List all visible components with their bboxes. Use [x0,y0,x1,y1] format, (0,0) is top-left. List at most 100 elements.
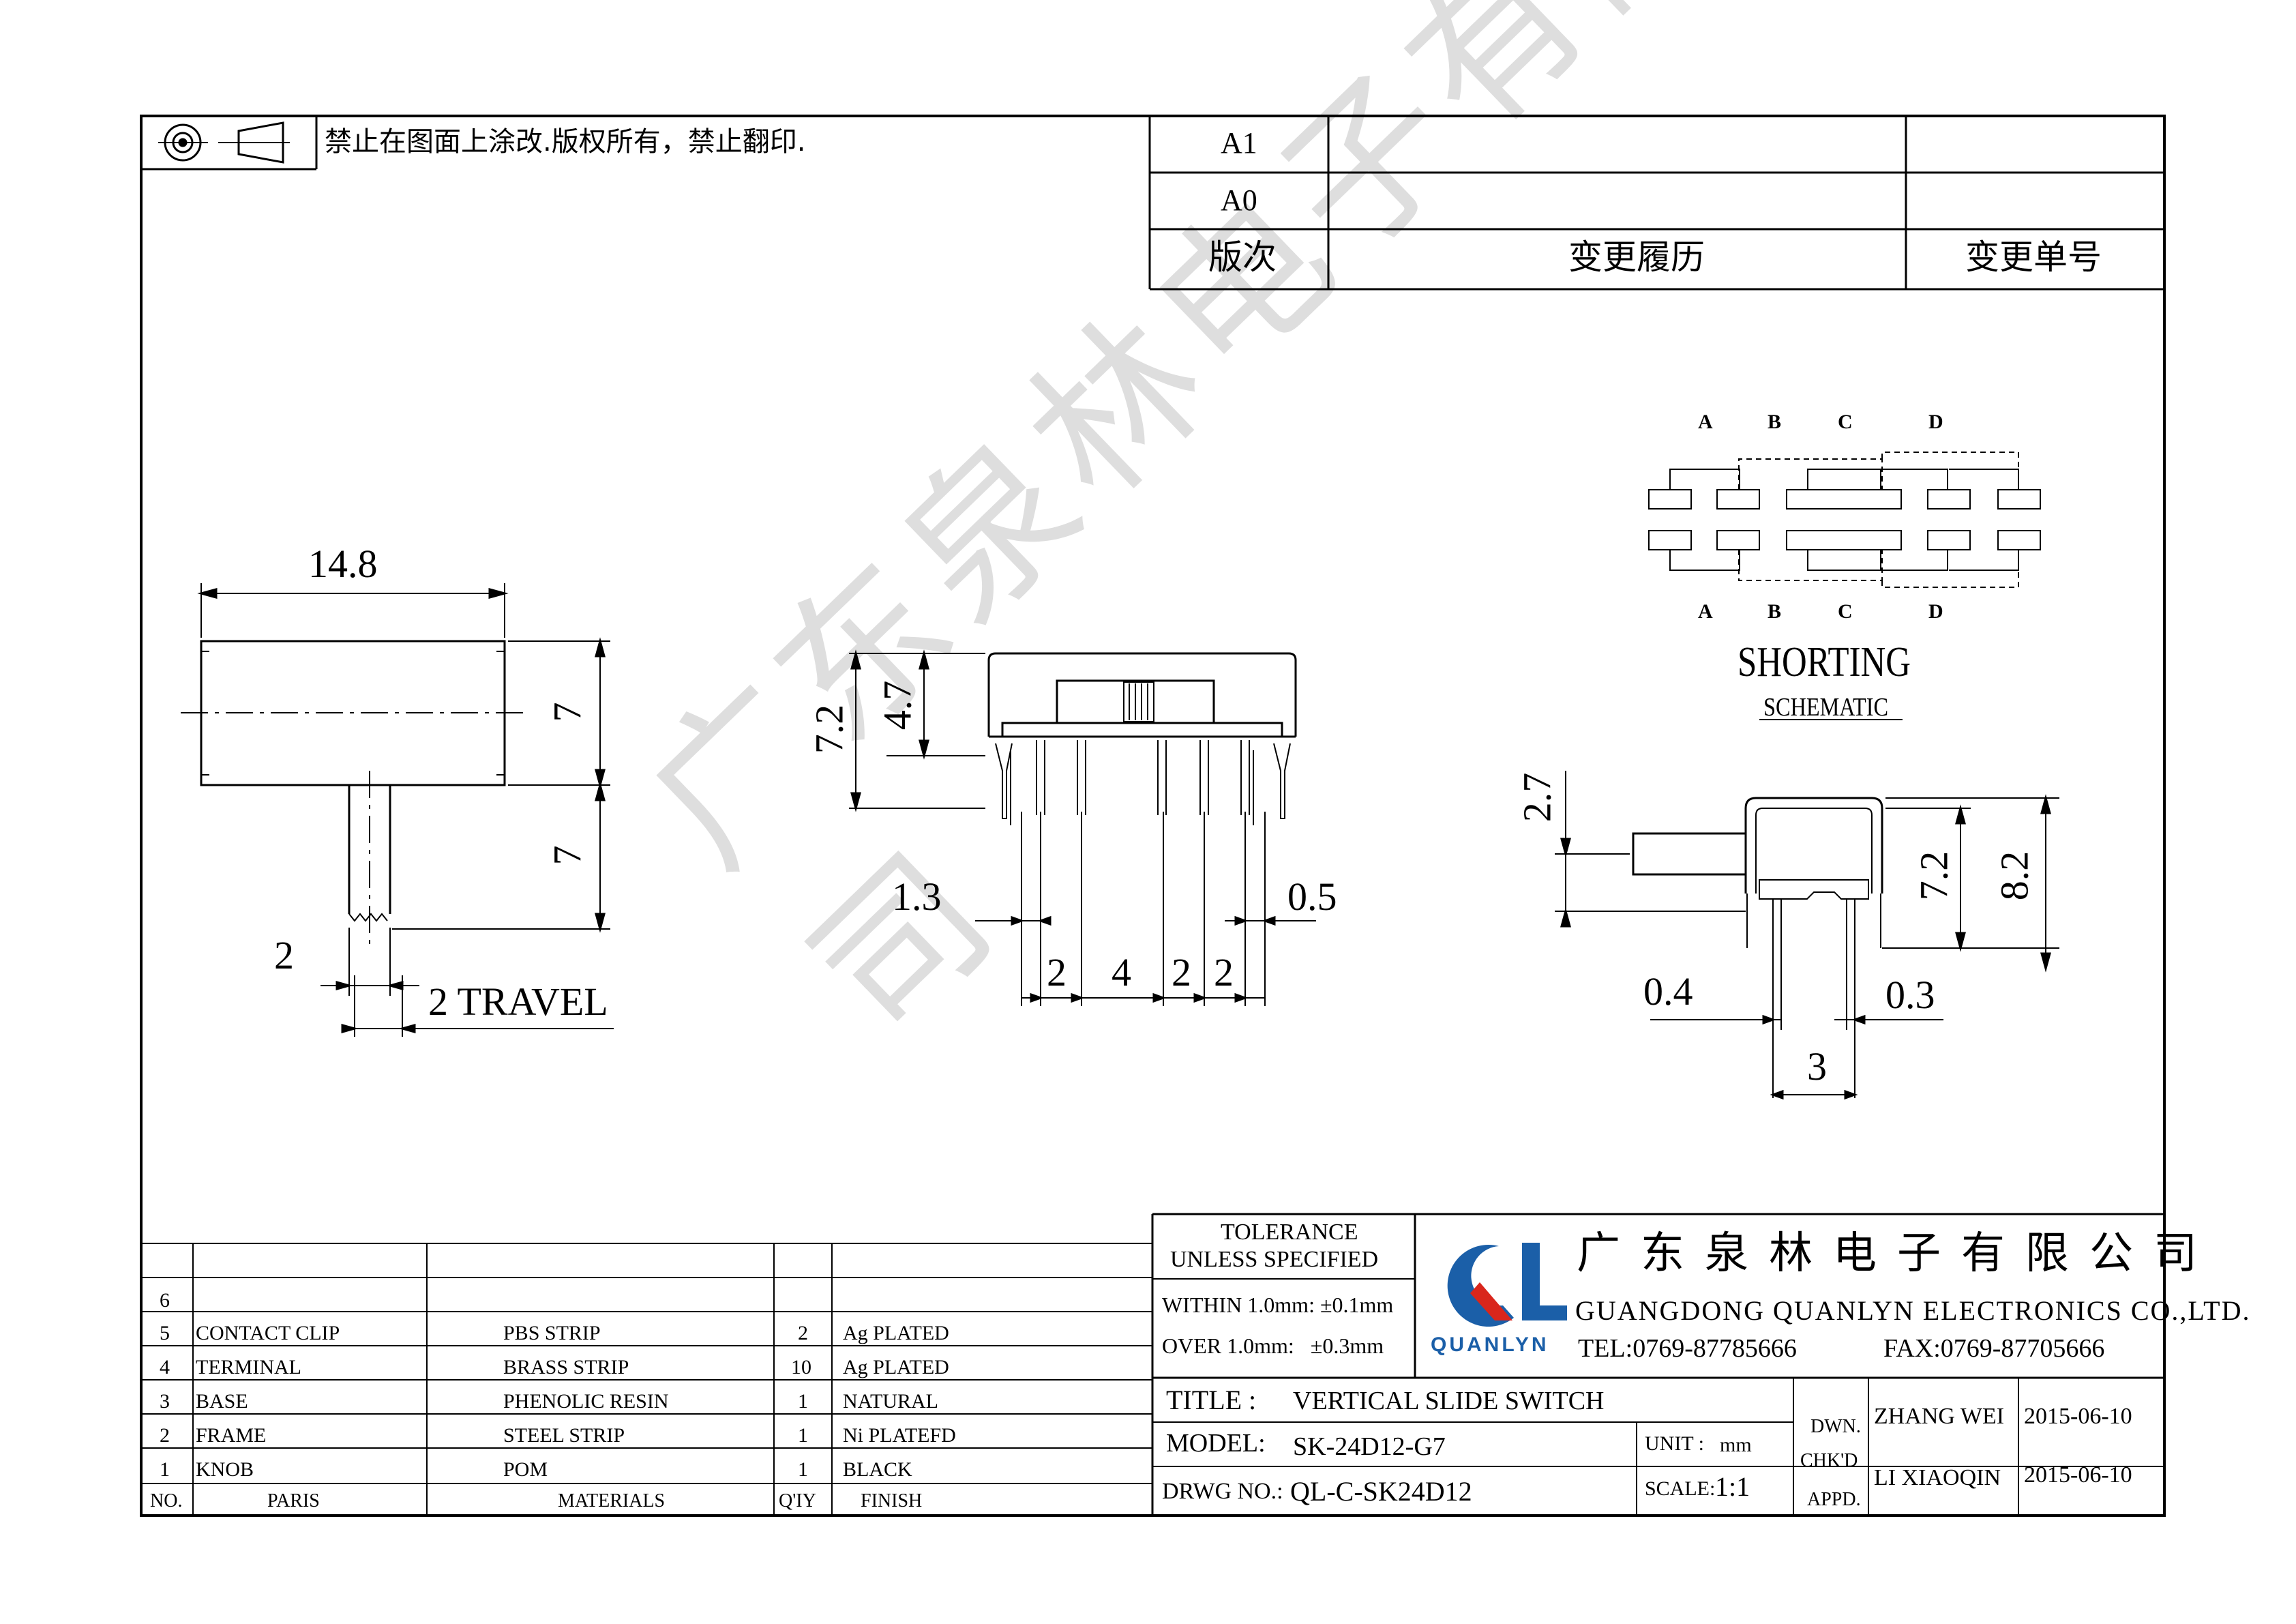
dim-pin-left: 0.4 [1643,969,1693,1014]
parts-row-2-finish: Ni PLATEFD [843,1424,956,1447]
checked-date: 2015-06-10 [2024,1462,2132,1488]
parts-header-no: NO. [150,1490,183,1511]
parts-row-4-no: 4 [160,1356,170,1378]
dim-pitch-2: 4 [1112,950,1131,994]
title-block-grid [1151,1213,2164,1516]
dim-pitch-3: 2 [1172,950,1191,994]
top-view [181,583,614,1037]
dim-pitch-1: 2 [1047,950,1067,994]
company-name-cn: 广东泉林电子有限公司 [1577,1228,2218,1279]
parts-row-2-part: FRAME [196,1424,267,1447]
parts-row-4-qty: 10 [791,1356,811,1378]
model-label: MODEL: [1166,1429,1266,1458]
front-view [849,649,1316,1006]
revision-header-history: 变更履历 [1568,237,1705,277]
projection-symbol [141,116,318,171]
parts-row-4-material: BRASS STRIP [503,1356,629,1378]
schematic-label-a-bottom: A [1698,600,1713,623]
parts-row-3-part: BASE [196,1390,248,1413]
tolerance-over: OVER 1.0mm: ±0.3mm [1162,1333,1384,1358]
dim-body-height-front: 4.7 [875,680,920,730]
shorting-schematic [1648,452,2041,720]
schematic-label-c-top: C [1838,411,1853,433]
schematic-title: SHORTING [1738,639,1911,685]
drawn-date: 2015-06-10 [2024,1404,2132,1429]
chkd-label: CHK'D [1800,1450,1858,1471]
logo-text: QUANLYN [1431,1333,1549,1356]
scale-label: SCALE: [1645,1477,1716,1500]
drawn-by: ZHANG WEI [1874,1404,2005,1429]
parts-header-qty: Q'IY [779,1490,816,1511]
dim-inner-height: 7.2 [1911,851,1956,901]
revision-row-a1: A1 [1221,126,1257,160]
quanlyn-logo [1447,1243,1567,1327]
parts-row-3-material: PHENOLIC RESIN [503,1390,669,1413]
copyright-notice: 禁止在图面上涂改.版权所有，禁止翻印. [325,126,806,158]
dim-pin-width: 0.5 [1287,874,1337,919]
dim-body-height: 7 [545,702,590,722]
parts-row-5-finish: Ag PLATED [843,1322,949,1344]
parts-row-1-material: POM [503,1458,548,1481]
parts-header-finish: FINISH [861,1490,923,1511]
parts-row-3-qty: 1 [798,1390,808,1413]
title-label: TITLE : [1166,1385,1257,1415]
parts-row-3-finish: NATURAL [843,1390,938,1413]
parts-header-materials: MATERIALS [558,1490,666,1511]
unit-label: UNIT : [1645,1432,1704,1455]
parts-row-3-no: 3 [160,1390,170,1413]
parts-row-1-part: KNOB [196,1458,254,1481]
parts-row-6-no: 6 [160,1289,170,1312]
revision-header-number: 变更单号 [1965,237,2102,277]
title-value: VERTICAL SLIDE SWITCH [1293,1387,1605,1415]
parts-row-1-finish: BLACK [843,1458,912,1481]
company-fax: FAX:0769-87705666 [1883,1334,2105,1363]
company-tel: TEL:0769-87785666 [1578,1334,1797,1363]
tolerance-title: TOLERANCE [1221,1220,1358,1245]
parts-row-5-material: PBS STRIP [503,1322,601,1344]
parts-row-5-no: 5 [160,1322,170,1344]
tolerance-subtitle: UNLESS SPECIFIED [1170,1247,1379,1272]
dim-pin-pitch: 3 [1807,1044,1827,1089]
checked-by: LI XIAOQIN [1874,1465,2001,1490]
dim-knob-height: 7 [545,845,590,866]
schematic-subtitle: SCHEMATIC [1763,693,1889,722]
parts-row-5-qty: 2 [798,1322,808,1344]
dim-total-height: 7.2 [807,704,852,754]
parts-row-2-no: 2 [160,1424,170,1447]
parts-row-5-part: CONTACT CLIP [196,1322,340,1344]
dim-travel: 2 TRAVEL [428,979,608,1024]
dim-pin-offset: 1.3 [892,874,942,919]
schematic-label-b-top: B [1768,411,1782,433]
revision-table-lines [1148,116,2164,291]
dim-knob-width: 2 [274,933,294,977]
parts-row-4-part: TERMINAL [196,1356,301,1378]
dim-pitch-4: 2 [1214,950,1234,994]
dim-pin-right: 0.3 [1885,973,1935,1017]
company-name-en: GUANGDONG QUANLYN ELECTRONICS CO.,LTD. [1575,1295,2251,1326]
schematic-label-c-bottom: C [1838,600,1853,623]
parts-row-1-qty: 1 [798,1458,808,1481]
parts-row-1-no: 1 [160,1458,170,1481]
scale-value: 1:1 [1715,1471,1750,1502]
schematic-label-a-top: A [1698,411,1713,433]
drwg-label: DRWG NO.: [1162,1479,1283,1504]
dwn-label: DWN. [1810,1416,1861,1437]
unit-value: mm [1720,1434,1752,1456]
parts-row-4-finish: Ag PLATED [843,1356,949,1378]
parts-row-2-material: STEEL STRIP [503,1424,625,1447]
model-value: SK-24D12-G7 [1293,1432,1446,1461]
dim-total-height-side: 8.2 [1992,851,2037,901]
tolerance-within: WITHIN 1.0mm: ±0.1mm [1162,1293,1394,1317]
revision-header-version: 版次 [1208,237,1277,277]
parts-list-grid [141,1243,1152,1516]
side-view [1555,771,2059,1100]
appd-label: APPD. [1807,1489,1861,1510]
parts-row-2-qty: 1 [798,1424,808,1447]
schematic-label-d-top: D [1928,411,1943,433]
schematic-label-d-bottom: D [1928,600,1943,623]
schematic-label-b-bottom: B [1768,600,1782,623]
revision-row-a0: A0 [1221,183,1257,217]
drwg-value: QL-C-SK24D12 [1290,1476,1472,1507]
dim-knob-offset: 2.7 [1515,772,1560,823]
